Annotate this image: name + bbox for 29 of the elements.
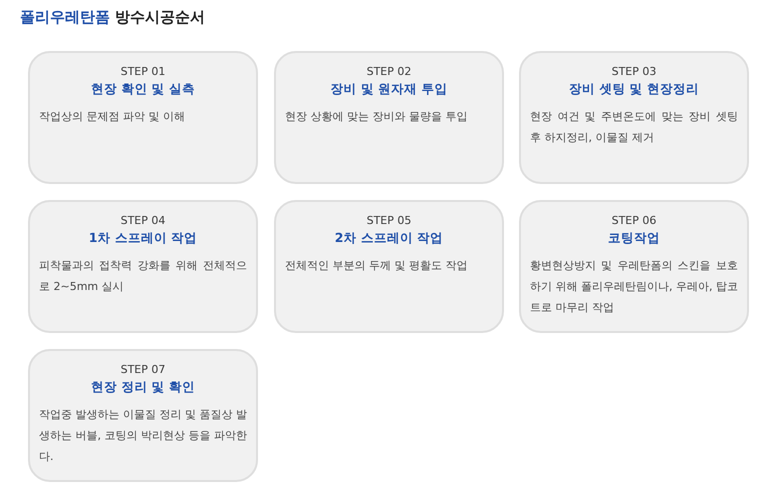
step-card xyxy=(274,51,504,184)
step-heading: 2차 스프레이 작업 xyxy=(334,229,444,247)
step-heading: 1차 스프레이 작업 xyxy=(88,229,198,247)
step-number: STEP 06 xyxy=(612,213,656,229)
step-number: STEP 07 xyxy=(120,362,166,378)
step-card xyxy=(28,349,258,482)
step-card xyxy=(28,51,258,184)
step-card xyxy=(519,200,749,333)
step-heading: 장비 및 원자재 투입 xyxy=(330,80,448,98)
step-number: STEP 03 xyxy=(612,64,656,80)
step-description: 황변현상방지 및 우레탄폼의 스킨을 보호하기 위해 폴리우레탄림이나, 우레아, 탑코트로 마무리 작업 xyxy=(530,258,738,316)
step-card xyxy=(274,200,504,333)
step-card xyxy=(519,51,749,184)
step-number: STEP 02 xyxy=(366,64,412,80)
step-description: 작업상의 문제점 파악 및 이해 xyxy=(39,109,186,125)
step-card xyxy=(28,200,258,333)
step-heading: 코팅작업 xyxy=(608,229,660,247)
step-heading: 현장 확인 및 실측 xyxy=(90,80,196,98)
step-description: 피착물과의 접착력 강화를 위해 전체적으로 2~5mm 실시 xyxy=(39,258,247,295)
step-heading: 장비 셋팅 및 현장정리 xyxy=(568,80,700,98)
step-number: STEP 04 xyxy=(120,213,166,229)
step-description: 전체적인 부분의 두께 및 평활도 작업 xyxy=(285,258,468,274)
page-title: 폴리우레탄폼 방수시공순서 xyxy=(20,7,206,28)
step-description: 작업중 발생하는 이물질 정리 및 품질상 발생하는 버블, 코팅의 박리현상 등을 파악한다. xyxy=(39,407,247,465)
step-description: 현장 상황에 맞는 장비와 물량을 투입 xyxy=(285,109,468,125)
step-heading: 현장 정리 및 확인 xyxy=(90,378,196,396)
step-number: STEP 01 xyxy=(120,64,166,80)
step-number: STEP 05 xyxy=(366,213,412,229)
step-description: 현장 여건 및 주변온도에 맞는 장비 셋팅 후 하지정리, 이물질 제거 xyxy=(530,109,738,146)
